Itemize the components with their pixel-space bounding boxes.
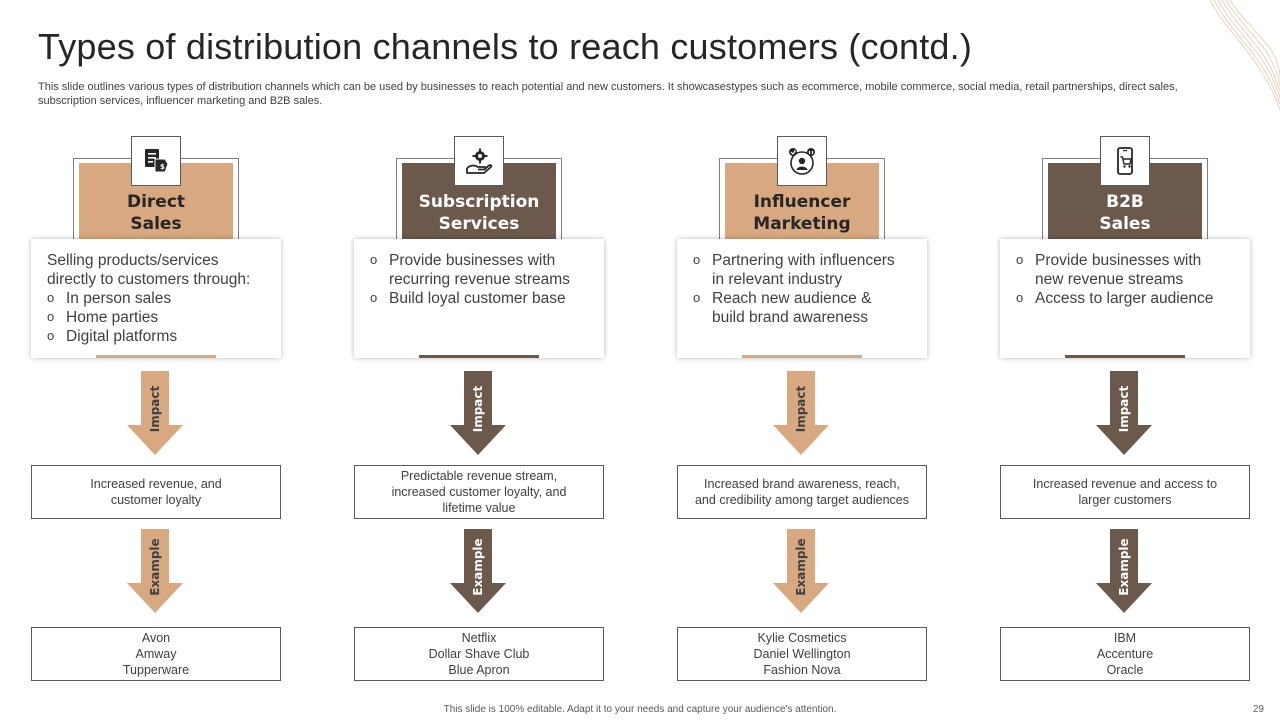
slide-title: Types of distribution channels to reach …	[38, 26, 973, 67]
impact-arrow-label: Impact	[471, 385, 485, 433]
example-arrow-label: Example	[1117, 538, 1131, 596]
example-arrow: Example	[127, 529, 183, 613]
svg-text:$: $	[160, 163, 165, 171]
list-item: Home parties	[47, 307, 267, 327]
slide-subtitle: This slide outlines various types of dis…	[38, 81, 1178, 107]
impact-arrow: Impact	[1096, 371, 1152, 455]
card-accent-bar	[1065, 355, 1185, 358]
decorative-wave-lines	[1209, 0, 1280, 111]
example-arrow-label: Example	[794, 538, 808, 596]
example-arrow-label: Example	[471, 538, 485, 596]
list-item: Access to larger audience	[1016, 288, 1236, 308]
example-arrow-label: Example	[148, 538, 162, 596]
impact-arrow-label: Impact	[1117, 385, 1131, 433]
card-accent-bar	[419, 355, 539, 358]
list-item: Build loyal customer base	[370, 288, 590, 308]
list-item: Reach new audience &build brand awarenes…	[693, 288, 913, 327]
example-arrow: Example	[450, 529, 506, 613]
impact-arrow: Impact	[127, 371, 183, 455]
price-tag-document-icon: $	[131, 136, 181, 186]
list-item: In person sales	[47, 288, 267, 308]
page-number: 29	[1252, 704, 1264, 715]
card-accent-bar	[742, 355, 862, 358]
impact-box: Predictable revenue stream,increased cus…	[354, 465, 604, 519]
example-arrow: Example	[1096, 529, 1152, 613]
list-item: Digital platforms	[47, 326, 267, 346]
impact-arrow: Impact	[773, 371, 829, 455]
hand-gear-icon	[454, 136, 504, 186]
impact-arrow: Impact	[450, 371, 506, 455]
impact-arrow-label: Impact	[148, 385, 162, 433]
card-accent-bar	[96, 355, 216, 358]
influencer-network-icon	[777, 136, 827, 186]
mobile-cart-icon	[1100, 136, 1150, 186]
impact-box: Increased brand awareness, reach,and cre…	[677, 465, 927, 519]
impact-arrow-label: Impact	[794, 385, 808, 433]
slide-footer: This slide is 100% editable. Adapt it to…	[443, 704, 837, 715]
example-arrow: Example	[773, 529, 829, 613]
bullet-list: In person sales Home parties Digital pla…	[47, 288, 267, 346]
